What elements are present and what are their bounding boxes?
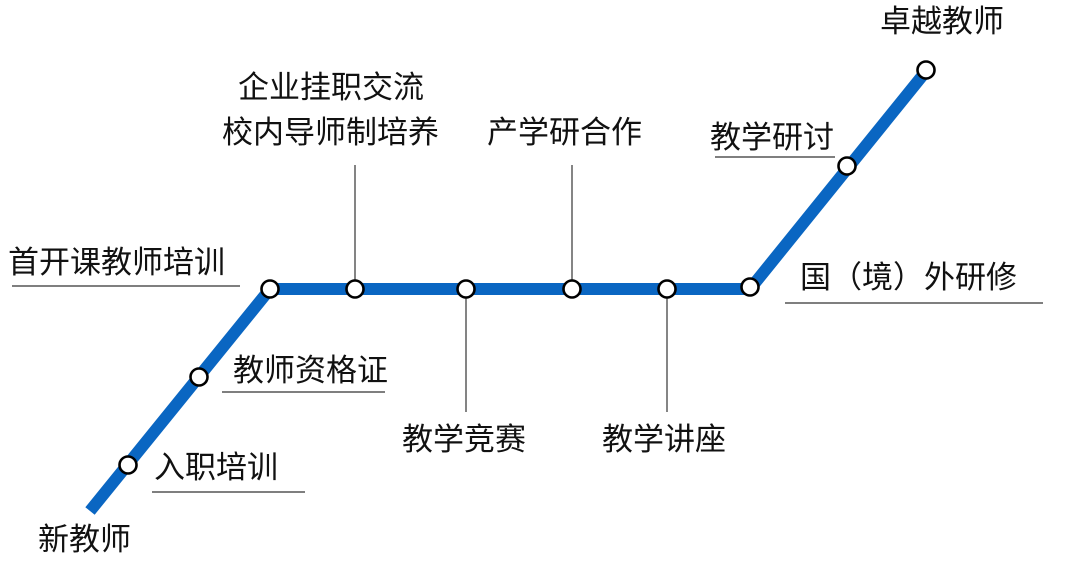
stop-enterprise xyxy=(345,279,365,299)
stop-new-teacher-training xyxy=(260,279,280,299)
stop-teaching-contest xyxy=(456,279,476,299)
stop-excellent-teacher xyxy=(916,60,936,80)
label-teaching-seminar: 教学研讨 xyxy=(710,120,834,156)
label-new-teacher-training: 首开课教师培训 xyxy=(8,245,225,281)
label-teaching-lecture: 教学讲座 xyxy=(602,422,726,458)
label-start: 新教师 xyxy=(38,522,131,558)
stop-teacher-cert xyxy=(189,367,209,387)
stop-industry-research xyxy=(562,279,582,299)
label-end: 卓越教师 xyxy=(880,4,1004,40)
stop-teaching-lecture xyxy=(657,279,677,299)
stop-overseas-training xyxy=(740,277,760,297)
stop-teaching-seminar xyxy=(837,156,857,176)
label-enterprise-exchange: 企业挂职交流 xyxy=(238,70,424,106)
label-onboarding: 入职培训 xyxy=(154,450,278,486)
label-industry-research: 产学研合作 xyxy=(487,115,642,151)
stop-onboarding xyxy=(118,455,138,475)
label-overseas-training: 国（境）外研修 xyxy=(800,260,1017,296)
label-teacher-cert: 教师资格证 xyxy=(233,353,388,389)
label-teaching-contest: 教学竞赛 xyxy=(402,422,526,458)
label-mentor-training: 校内导师制培养 xyxy=(222,115,439,151)
development-route-line xyxy=(85,66,932,515)
